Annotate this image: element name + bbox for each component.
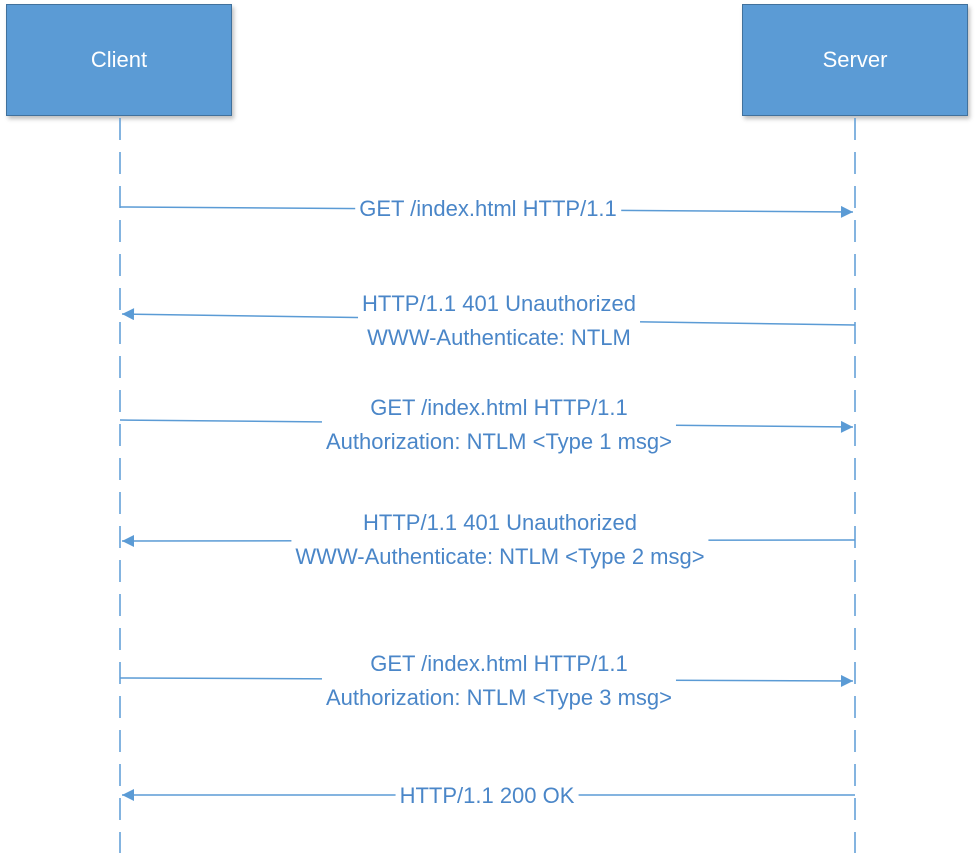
message-6-line-1: HTTP/1.1 200 OK xyxy=(399,783,575,808)
message-3-label: GET /index.html HTTP/1.1 Authorization: … xyxy=(321,391,677,459)
client-actor-box: Client xyxy=(6,4,232,116)
message-4-label: HTTP/1.1 401 Unauthorized WWW-Authentica… xyxy=(291,506,709,574)
message-1-label: GET /index.html HTTP/1.1 xyxy=(355,192,621,226)
message-6-label: HTTP/1.1 200 OK xyxy=(395,779,579,813)
message-3-line-1: GET /index.html HTTP/1.1 xyxy=(370,395,628,420)
message-3-line-2: Authorization: NTLM <Type 1 msg> xyxy=(325,429,673,454)
message-5-line-1: GET /index.html HTTP/1.1 xyxy=(370,651,628,676)
message-4-line-2: WWW-Authenticate: NTLM <Type 2 msg> xyxy=(295,544,705,569)
message-1-line-1: GET /index.html HTTP/1.1 xyxy=(359,196,617,221)
message-2-label: HTTP/1.1 401 Unauthorized WWW-Authentica… xyxy=(358,287,640,355)
message-4-line-1: HTTP/1.1 401 Unauthorized xyxy=(363,510,637,535)
message-5-label: GET /index.html HTTP/1.1 Authorization: … xyxy=(321,647,677,715)
server-label: Server xyxy=(822,47,888,72)
client-label: Client xyxy=(90,47,148,72)
server-actor-box: Server xyxy=(742,4,968,116)
message-5-line-2: Authorization: NTLM <Type 3 msg> xyxy=(325,685,673,710)
message-2-line-1: HTTP/1.1 401 Unauthorized xyxy=(362,291,636,316)
message-2-line-2: WWW-Authenticate: NTLM xyxy=(367,325,631,350)
